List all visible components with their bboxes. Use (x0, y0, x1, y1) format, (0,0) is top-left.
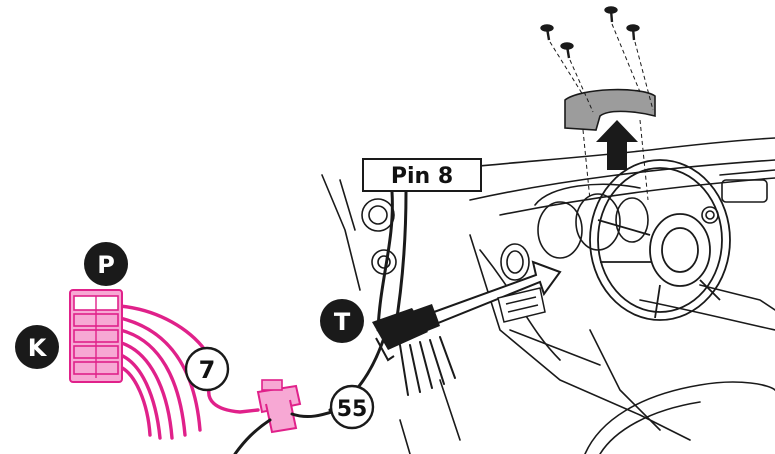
steering-wheel (590, 160, 730, 320)
wire-number-7-label: 7 (199, 356, 216, 384)
obd-connector (372, 304, 440, 360)
badge-k: K (15, 325, 59, 369)
wire-number-55: 55 (331, 386, 373, 428)
pin-label-box: Pin 8 (363, 159, 481, 191)
badge-t: T (320, 299, 364, 343)
badge-k-label: K (28, 334, 48, 362)
badge-p: P (84, 242, 128, 286)
up-arrow-icon (596, 120, 638, 170)
badge-p-label: P (97, 251, 115, 279)
pin-label: Pin 8 (391, 164, 453, 189)
wire-number-55-label: 55 (337, 397, 368, 422)
badge-t-label: T (334, 308, 351, 336)
wire-number-7: 7 (186, 348, 228, 390)
trim-cover (565, 90, 655, 130)
harness-connector (70, 290, 122, 382)
